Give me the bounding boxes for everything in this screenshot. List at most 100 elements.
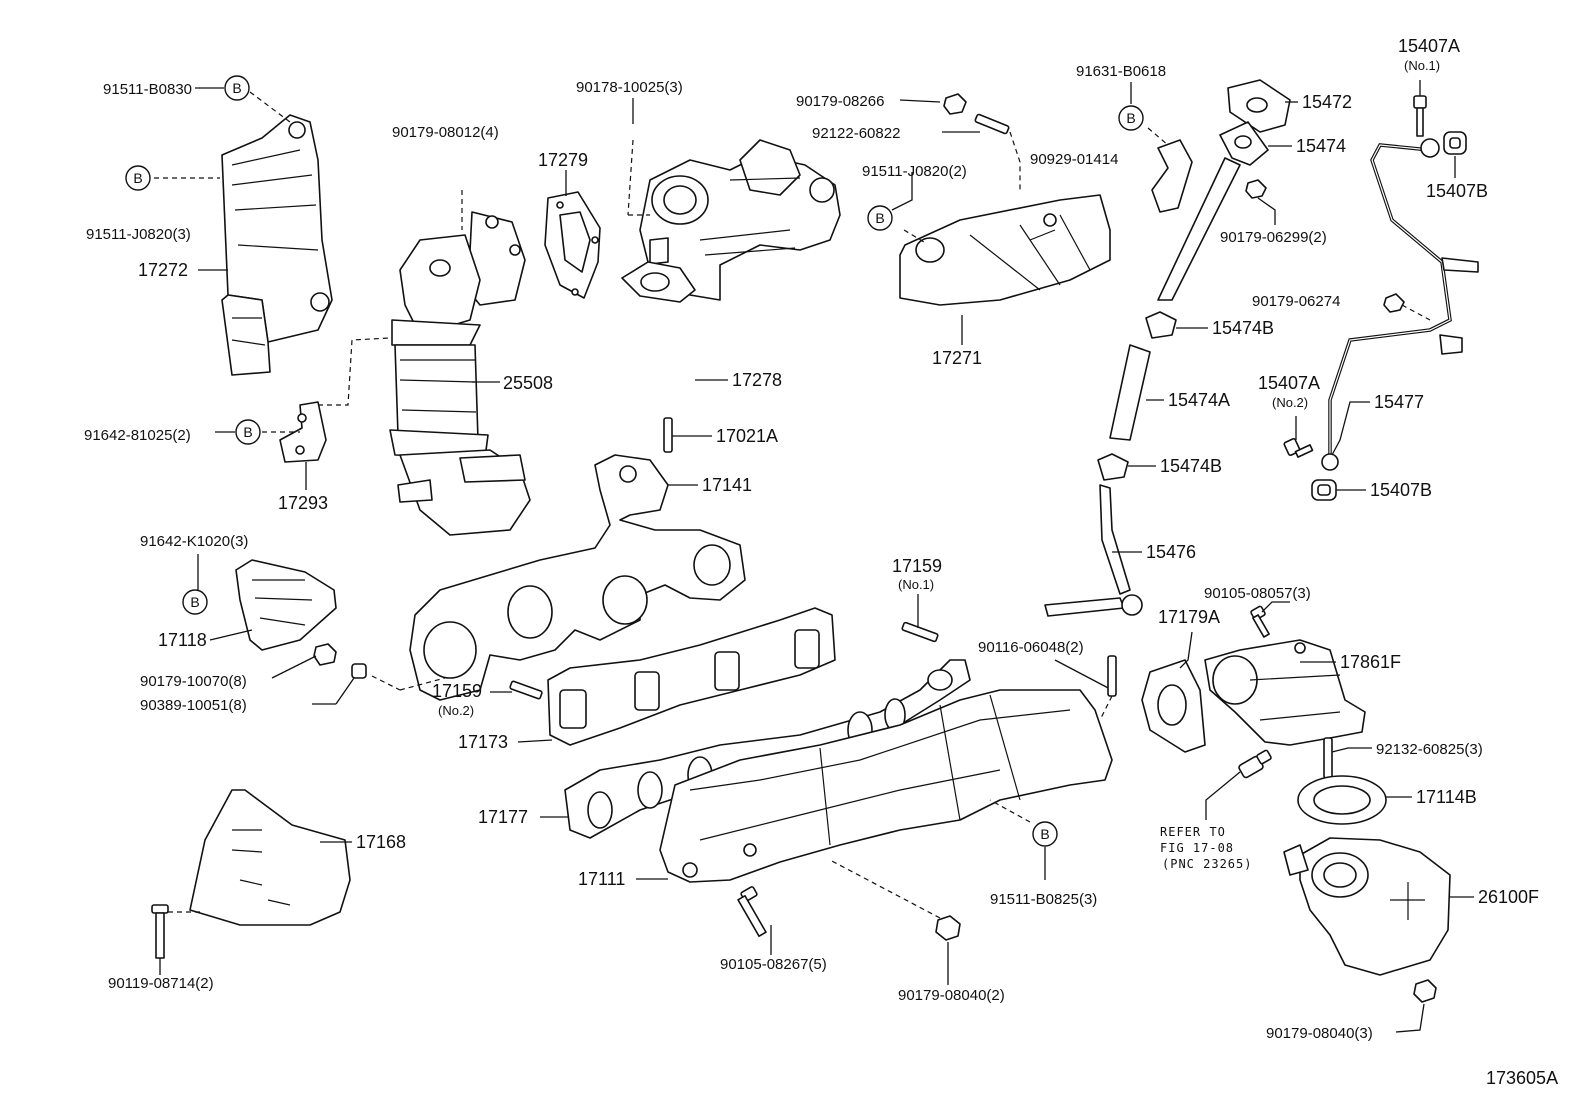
part-15474B-clamp-lower — [1097, 453, 1129, 481]
part-90179-06274-nut — [1383, 293, 1405, 313]
svg-text:B: B — [1040, 826, 1049, 842]
label-no1-b: (No.1) — [1404, 58, 1440, 73]
label-90389-10051-8: 90389-10051(8) — [140, 697, 247, 714]
leader-lines — [154, 80, 1474, 1033]
part-17293-bracket — [279, 401, 327, 463]
part-15407B-gasket-upper — [1443, 131, 1467, 155]
reference-markers: B B B B B B B — [125, 75, 1144, 847]
label-15474A: 15474A — [1168, 390, 1230, 410]
part-90179-08266-nut — [943, 93, 967, 115]
part-17118-heat-insulator — [235, 559, 337, 651]
svg-text:B: B — [875, 210, 884, 226]
svg-text:B: B — [190, 594, 199, 610]
label-91631-B0618: 91631-B0618 — [1076, 63, 1166, 80]
part-17021A-stud — [663, 417, 673, 453]
part-26100F-throttle-body — [1283, 837, 1451, 976]
label-15474B-a: 15474B — [1212, 318, 1274, 338]
label-15474: 15474 — [1296, 136, 1346, 156]
label-15407B-a: 15407B — [1426, 181, 1488, 201]
part-90179-08040-nut — [935, 915, 961, 941]
part-90119-bolt — [151, 904, 169, 959]
label-15407B-b: 15407B — [1370, 480, 1432, 500]
part-91631-B0618-bracket — [1151, 139, 1193, 213]
label-refer-fig: FIG 17-08 — [1160, 841, 1234, 855]
label-17173: 17173 — [458, 732, 508, 752]
label-25508: 25508 — [503, 373, 553, 393]
label-90179-08266: 90179-08266 — [796, 93, 884, 110]
part-15474B-clamp-upper — [1145, 311, 1177, 339]
label-90179-08012-4: 90179-08012(4) — [392, 124, 499, 141]
label-90179-06274: 90179-06274 — [1252, 293, 1340, 310]
label-15407A-no1: 15407A — [1398, 36, 1460, 56]
label-90929-01414: 90929-01414 — [1030, 151, 1118, 168]
label-15476: 15476 — [1146, 542, 1196, 562]
part-15407A-union-bolt-no1 — [1413, 95, 1427, 137]
part-90105-08267-bolt — [737, 886, 767, 937]
part-15476-pipe — [1044, 484, 1143, 617]
label-17272: 17272 — [138, 260, 188, 280]
label-17141: 17141 — [702, 475, 752, 495]
svg-text:B: B — [1126, 110, 1135, 126]
label-17111: 17111 — [578, 869, 625, 889]
label-91642-81025-2: 91642-81025(2) — [84, 427, 191, 444]
part-92132-60825-stud — [1323, 737, 1333, 779]
label-91642-K1020-3: 91642-K1020(3) — [140, 533, 248, 550]
label-refer-to: REFER TO — [1160, 825, 1226, 839]
marker-b-7: B — [1032, 821, 1058, 847]
label-90105-08267-5: 90105-08267(5) — [720, 956, 827, 973]
label-90116-06048-2: 90116-06048(2) — [978, 639, 1084, 656]
part-17272-heat-insulator — [221, 114, 333, 376]
label-90179-08040-3: 90179-08040(3) — [1266, 1025, 1373, 1042]
label-90178-10025-3: 90178-10025(3) — [576, 79, 683, 96]
part-nut-collar — [313, 643, 367, 679]
marker-b-3: B — [235, 419, 261, 445]
svg-text:B: B — [232, 80, 241, 96]
label-91511-J0820-2: 91511-J0820(2) — [862, 163, 967, 180]
marker-b-5: B — [867, 205, 893, 231]
part-90105-08057-bolt — [1250, 605, 1270, 638]
part-15472-gasket — [1227, 79, 1291, 133]
part-17271-heat-insulator — [899, 194, 1111, 306]
label-no2-b: (No.2) — [1272, 395, 1308, 410]
part-turbocharger — [639, 139, 841, 301]
part-25508-exhaust-pipe — [389, 211, 531, 536]
label-15477: 15477 — [1374, 392, 1424, 412]
part-17168-heat-insulator — [189, 789, 351, 926]
label-refer-pnc: (PNC 23265) — [1162, 857, 1252, 871]
label-no2-a: (No.2) — [438, 703, 474, 718]
label-17177: 17177 — [478, 807, 528, 827]
label-17114B: 17114B — [1416, 787, 1477, 807]
label-15472: 15472 — [1302, 92, 1352, 112]
label-17271: 17271 — [932, 348, 982, 368]
part-15474-pipe — [1157, 121, 1269, 301]
marker-b-4: B — [182, 589, 208, 615]
part-sensor — [1238, 749, 1272, 779]
label-15474B-b: 15474B — [1160, 456, 1222, 476]
label-17279: 17279 — [538, 150, 588, 170]
part-17861F-intake-adapter — [1204, 639, 1366, 746]
label-no1-a: (No.1) — [898, 577, 934, 592]
part-17179A-gasket — [1141, 659, 1206, 753]
label-17293: 17293 — [278, 493, 328, 513]
label-17159-no1: 17159 — [892, 556, 942, 576]
part-15477-oil-pipe — [1321, 138, 1479, 471]
svg-text:B: B — [133, 170, 142, 186]
part-15407A-union-bolt-no2 — [1283, 437, 1314, 458]
marker-b-1: B — [224, 75, 250, 101]
label-17159-no2: 17159 — [432, 681, 482, 701]
label-17168: 17168 — [356, 832, 406, 852]
part-15407B-gasket-lower — [1311, 479, 1337, 501]
label-91511-B0825-3: 91511-B0825(3) — [990, 891, 1097, 908]
part-90179-08040-3-nut — [1413, 979, 1437, 1003]
part-17278-gasket — [621, 261, 696, 303]
label-90119-08714-2: 90119-08714(2) — [108, 975, 214, 992]
part-17159-stud-no2 — [509, 680, 543, 700]
label-92132-60825-3: 92132-60825(3) — [1376, 741, 1483, 758]
part-17279-gasket — [544, 191, 601, 299]
label-17021A: 17021A — [716, 426, 778, 446]
label-17861F: 17861F — [1340, 652, 1401, 672]
part-15474A-hose — [1109, 344, 1151, 441]
label-90179-06299-2: 90179-06299(2) — [1220, 229, 1327, 246]
part-17111-intake-manifold — [659, 689, 1113, 883]
part-17114B-gasket — [1297, 775, 1387, 825]
